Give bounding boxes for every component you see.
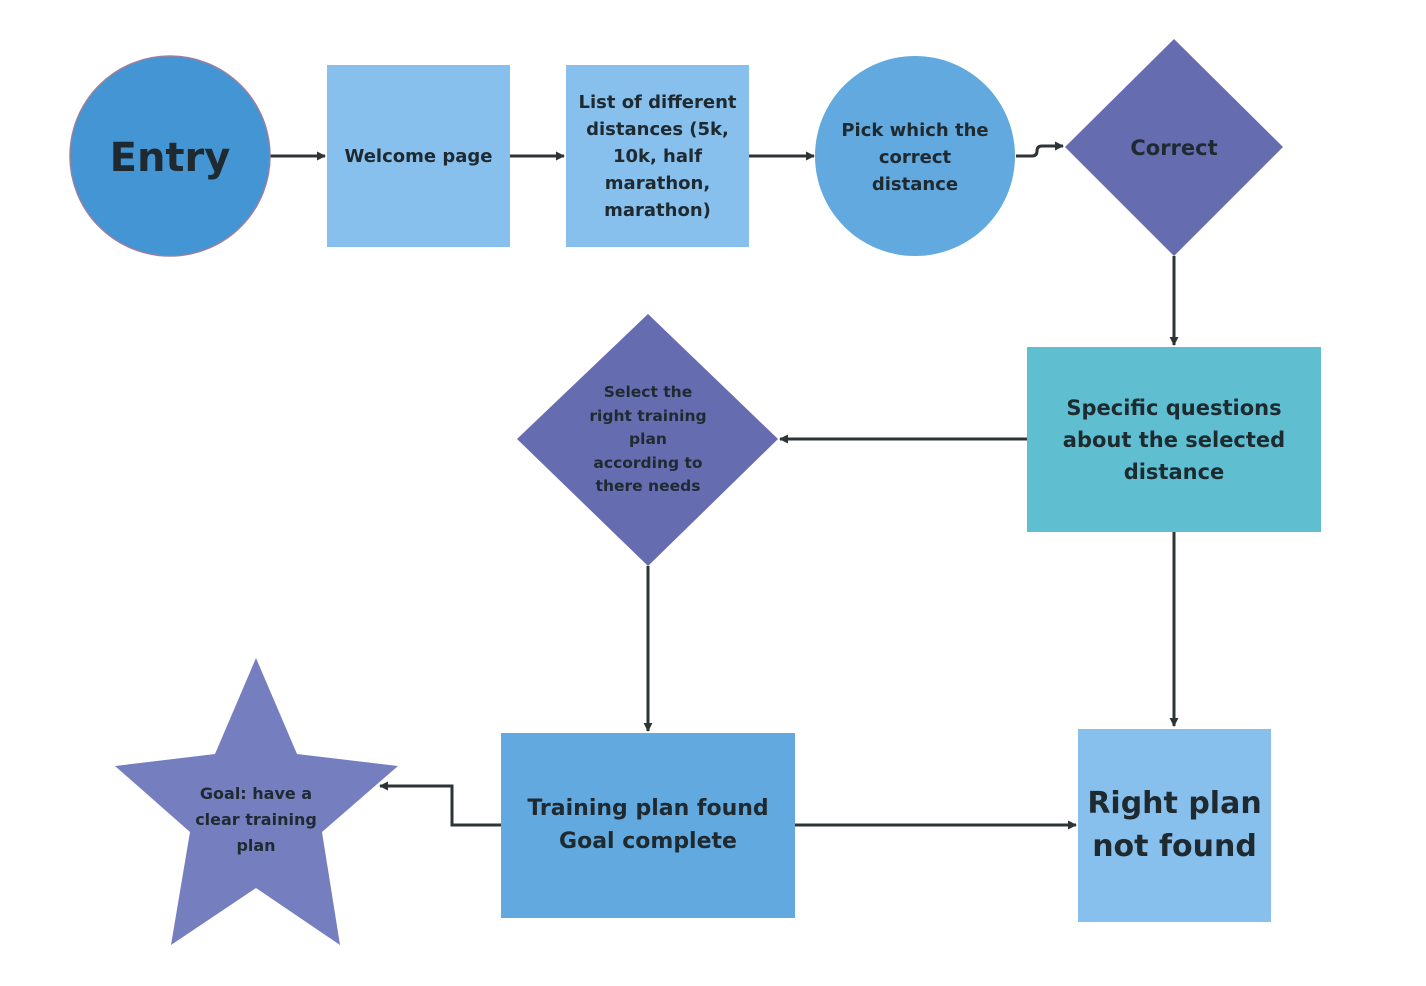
distance-list-node bbox=[566, 65, 749, 247]
pick-distance-node bbox=[815, 56, 1015, 256]
select-plan-decision-node bbox=[517, 314, 778, 566]
edge-pick-to-correct bbox=[1016, 141, 1064, 158]
plan-found-node bbox=[501, 733, 795, 918]
specific-questions-node bbox=[1027, 347, 1321, 532]
goal-star-node bbox=[115, 658, 398, 945]
edge-found-to-goal bbox=[379, 781, 501, 827]
welcome-page-node bbox=[327, 65, 510, 247]
plan-not-found-node bbox=[1078, 729, 1271, 922]
correct-decision-node bbox=[1065, 39, 1283, 256]
entry-node bbox=[69, 55, 271, 257]
